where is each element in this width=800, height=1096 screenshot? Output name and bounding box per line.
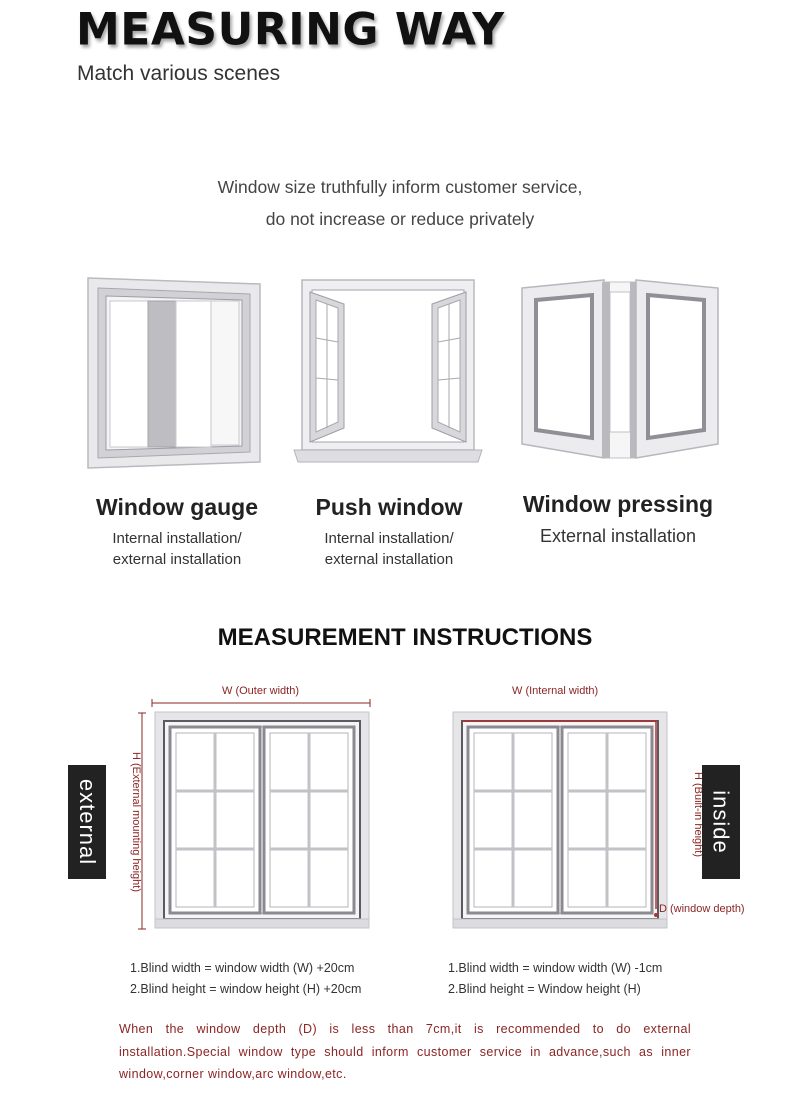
category-title-window-gauge: Window gauge <box>95 494 259 520</box>
window-gauge-illustration <box>87 277 261 469</box>
inside-tag: inside <box>702 765 740 879</box>
category-sub-push-window-2: external installation <box>324 551 454 568</box>
window-pressing-illustration <box>521 279 719 459</box>
inside-depth-label: D (window depth) <box>659 903 745 915</box>
category-title-window-pressing: Window pressing <box>522 491 714 517</box>
page-title: MEASURING WAY <box>76 3 505 56</box>
page-subtitle: Match various scenes <box>77 62 281 85</box>
notice-line-1: Window size truthfully inform customer s… <box>217 177 583 197</box>
external-width-label: W (Outer width) <box>222 685 300 697</box>
inside-formula-2: 2.Blind height = Window height (H) <box>448 982 641 996</box>
category-sub-window-gauge-1: Internal installation/ <box>112 530 242 547</box>
inside-width-label: W (Internal width) <box>512 685 599 697</box>
category-sub-push-window-1: Internal installation/ <box>324 530 454 547</box>
external-formula-2: 2.Blind height = window height (H) +20cm <box>130 982 362 996</box>
section-title: MEASUREMENT INSTRUCTIONS <box>217 624 593 651</box>
category-sub-window-gauge-2: external installation <box>112 551 242 568</box>
category-title-push-window: Push window <box>315 494 463 520</box>
external-width-arrow <box>151 699 371 707</box>
inside-window-diagram <box>452 711 668 929</box>
external-formula-1: 1.Blind width = window width (W) +20cm <box>130 961 355 975</box>
external-height-arrow <box>138 712 146 930</box>
external-window-diagram <box>154 711 370 929</box>
installation-note: When the window depth (D) is less than 7… <box>119 1022 691 1081</box>
notice-line-2: do not increase or reduce privately <box>265 209 535 229</box>
push-window-illustration <box>293 279 483 463</box>
external-height-label: H (External mounting height) <box>130 752 142 893</box>
category-sub-window-pressing-1: External installation <box>539 526 697 546</box>
inside-formula-1: 1.Blind width = window width (W) -1cm <box>448 961 663 975</box>
external-tag: external <box>68 765 106 879</box>
